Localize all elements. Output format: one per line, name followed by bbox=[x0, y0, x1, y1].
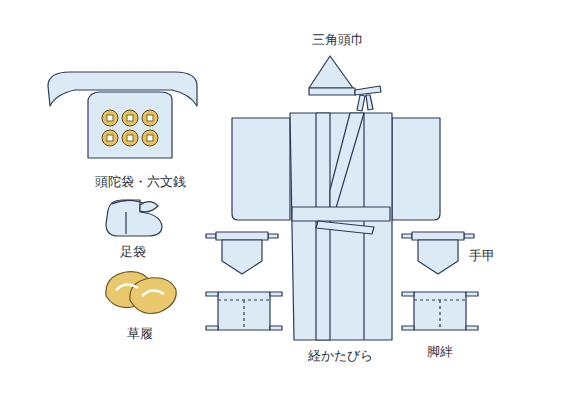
obi-tie bbox=[316, 221, 374, 234]
hood bbox=[309, 56, 353, 88]
bag-label: 頭陀袋・六文銭 bbox=[95, 174, 186, 190]
zori-right bbox=[130, 278, 176, 314]
right-collar bbox=[330, 113, 364, 208]
tabi-tie bbox=[140, 202, 158, 212]
tabi bbox=[106, 200, 162, 236]
kyahan-label: 脚絆 bbox=[427, 344, 453, 360]
zori-label: 草履 bbox=[127, 326, 153, 342]
kimono-body bbox=[290, 113, 392, 340]
bag-body bbox=[88, 92, 172, 158]
hood-label: 三角頭巾 bbox=[312, 32, 364, 48]
hood-tie bbox=[355, 86, 381, 95]
hood-tie-ends bbox=[357, 95, 373, 111]
kimono-label: 経かたびら bbox=[308, 348, 373, 364]
tekko-label: 手甲 bbox=[469, 248, 495, 264]
left-sleeve bbox=[232, 118, 290, 220]
tabi-label: 足袋 bbox=[120, 244, 146, 260]
right-sleeve bbox=[392, 118, 440, 220]
hood-band bbox=[309, 88, 355, 95]
obi bbox=[292, 207, 390, 221]
